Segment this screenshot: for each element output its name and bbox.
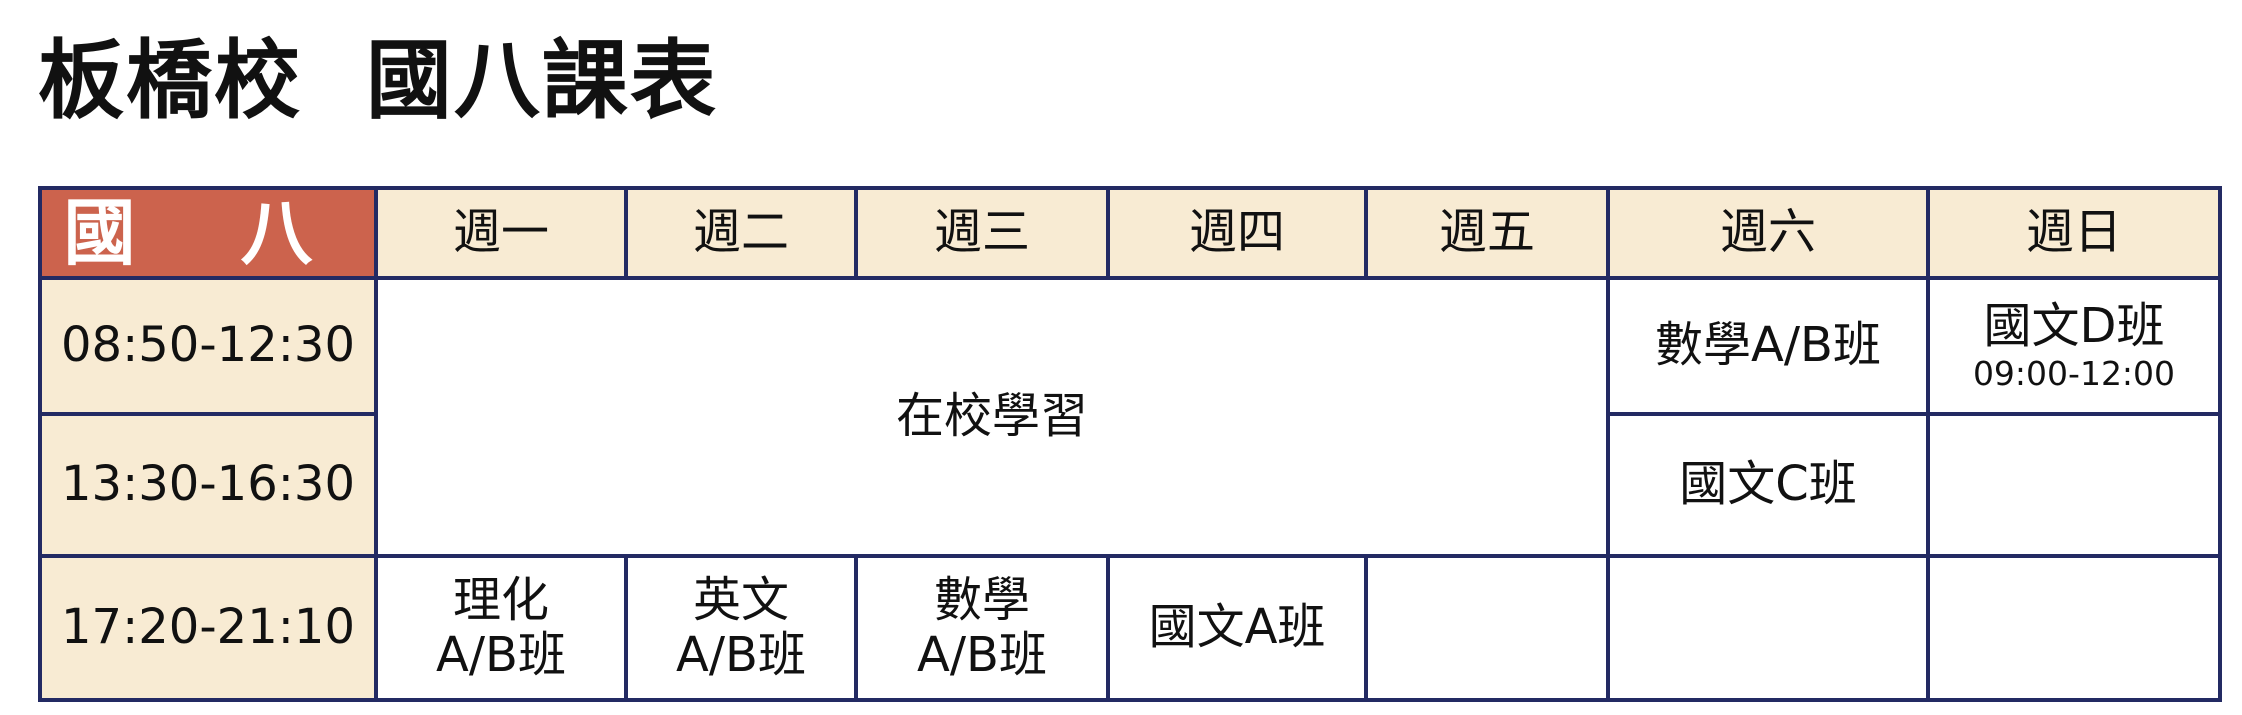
evening-row: 17:20-21:10 理化 A/B班 英文 A/B班 數學 A/B班 國文A班 bbox=[38, 554, 2222, 702]
day-header-sun: 週日 bbox=[1926, 186, 2222, 280]
class-subject: 理化 bbox=[452, 571, 549, 628]
class-group: A/B班 bbox=[436, 627, 566, 683]
in-school-cell: 在校學習 bbox=[374, 276, 1610, 558]
time-slot-afternoon: 13:30-16:30 bbox=[38, 412, 378, 558]
class-cell-wed-evening: 數學 A/B班 bbox=[854, 554, 1110, 702]
day-header-thu: 週四 bbox=[1106, 186, 1368, 280]
class-time: 09:00-12:00 bbox=[1972, 353, 2176, 393]
day-header-tue: 週二 bbox=[624, 186, 858, 280]
empty-cell-fri-evening bbox=[1364, 554, 1610, 702]
class-cell-mon-evening: 理化 A/B班 bbox=[374, 554, 628, 702]
class-group: A/B班 bbox=[917, 627, 1047, 683]
class-subject: 數學 bbox=[933, 571, 1030, 628]
class-name: 國文D班 bbox=[1983, 297, 2165, 354]
header-row: 國 八 週一 週二 週三 週四 週五 週六 週日 bbox=[38, 186, 2222, 280]
class-cell-sat-afternoon: 國文C班 bbox=[1606, 412, 1930, 558]
empty-cell-sat-evening bbox=[1606, 554, 1930, 702]
page-title: 板橋校 國八課表 bbox=[38, 31, 718, 131]
day-header-wed: 週三 bbox=[854, 186, 1110, 280]
class-group: A/B班 bbox=[676, 627, 806, 683]
class-cell-sat-morning: 數學A/B班 bbox=[1606, 276, 1930, 416]
time-slot-morning: 08:50-12:30 bbox=[38, 276, 378, 416]
grade-label: 國 八 bbox=[38, 186, 378, 280]
time-slot-evening: 17:20-21:10 bbox=[38, 554, 378, 702]
empty-cell-sun-afternoon bbox=[1926, 412, 2222, 558]
class-subject: 英文 bbox=[692, 571, 789, 628]
day-header-fri: 週五 bbox=[1364, 186, 1610, 280]
morning-row: 08:50-12:30 在校學習 數學A/B班 國文D班 09:00-12:00 bbox=[38, 276, 2222, 558]
class-cell-tue-evening: 英文 A/B班 bbox=[624, 554, 858, 702]
schedule-table: 國 八 週一 週二 週三 週四 週五 週六 週日 08:50-12:30 在校學… bbox=[38, 186, 2222, 702]
class-cell-thu-evening: 國文A班 bbox=[1106, 554, 1368, 702]
afternoon-row: 13:30-16:30 國文C班 bbox=[38, 412, 2222, 558]
class-cell-sun-morning: 國文D班 09:00-12:00 bbox=[1926, 276, 2222, 416]
day-header-mon: 週一 bbox=[374, 186, 628, 280]
empty-cell-sun-evening bbox=[1926, 554, 2222, 702]
day-header-sat: 週六 bbox=[1606, 186, 1930, 280]
